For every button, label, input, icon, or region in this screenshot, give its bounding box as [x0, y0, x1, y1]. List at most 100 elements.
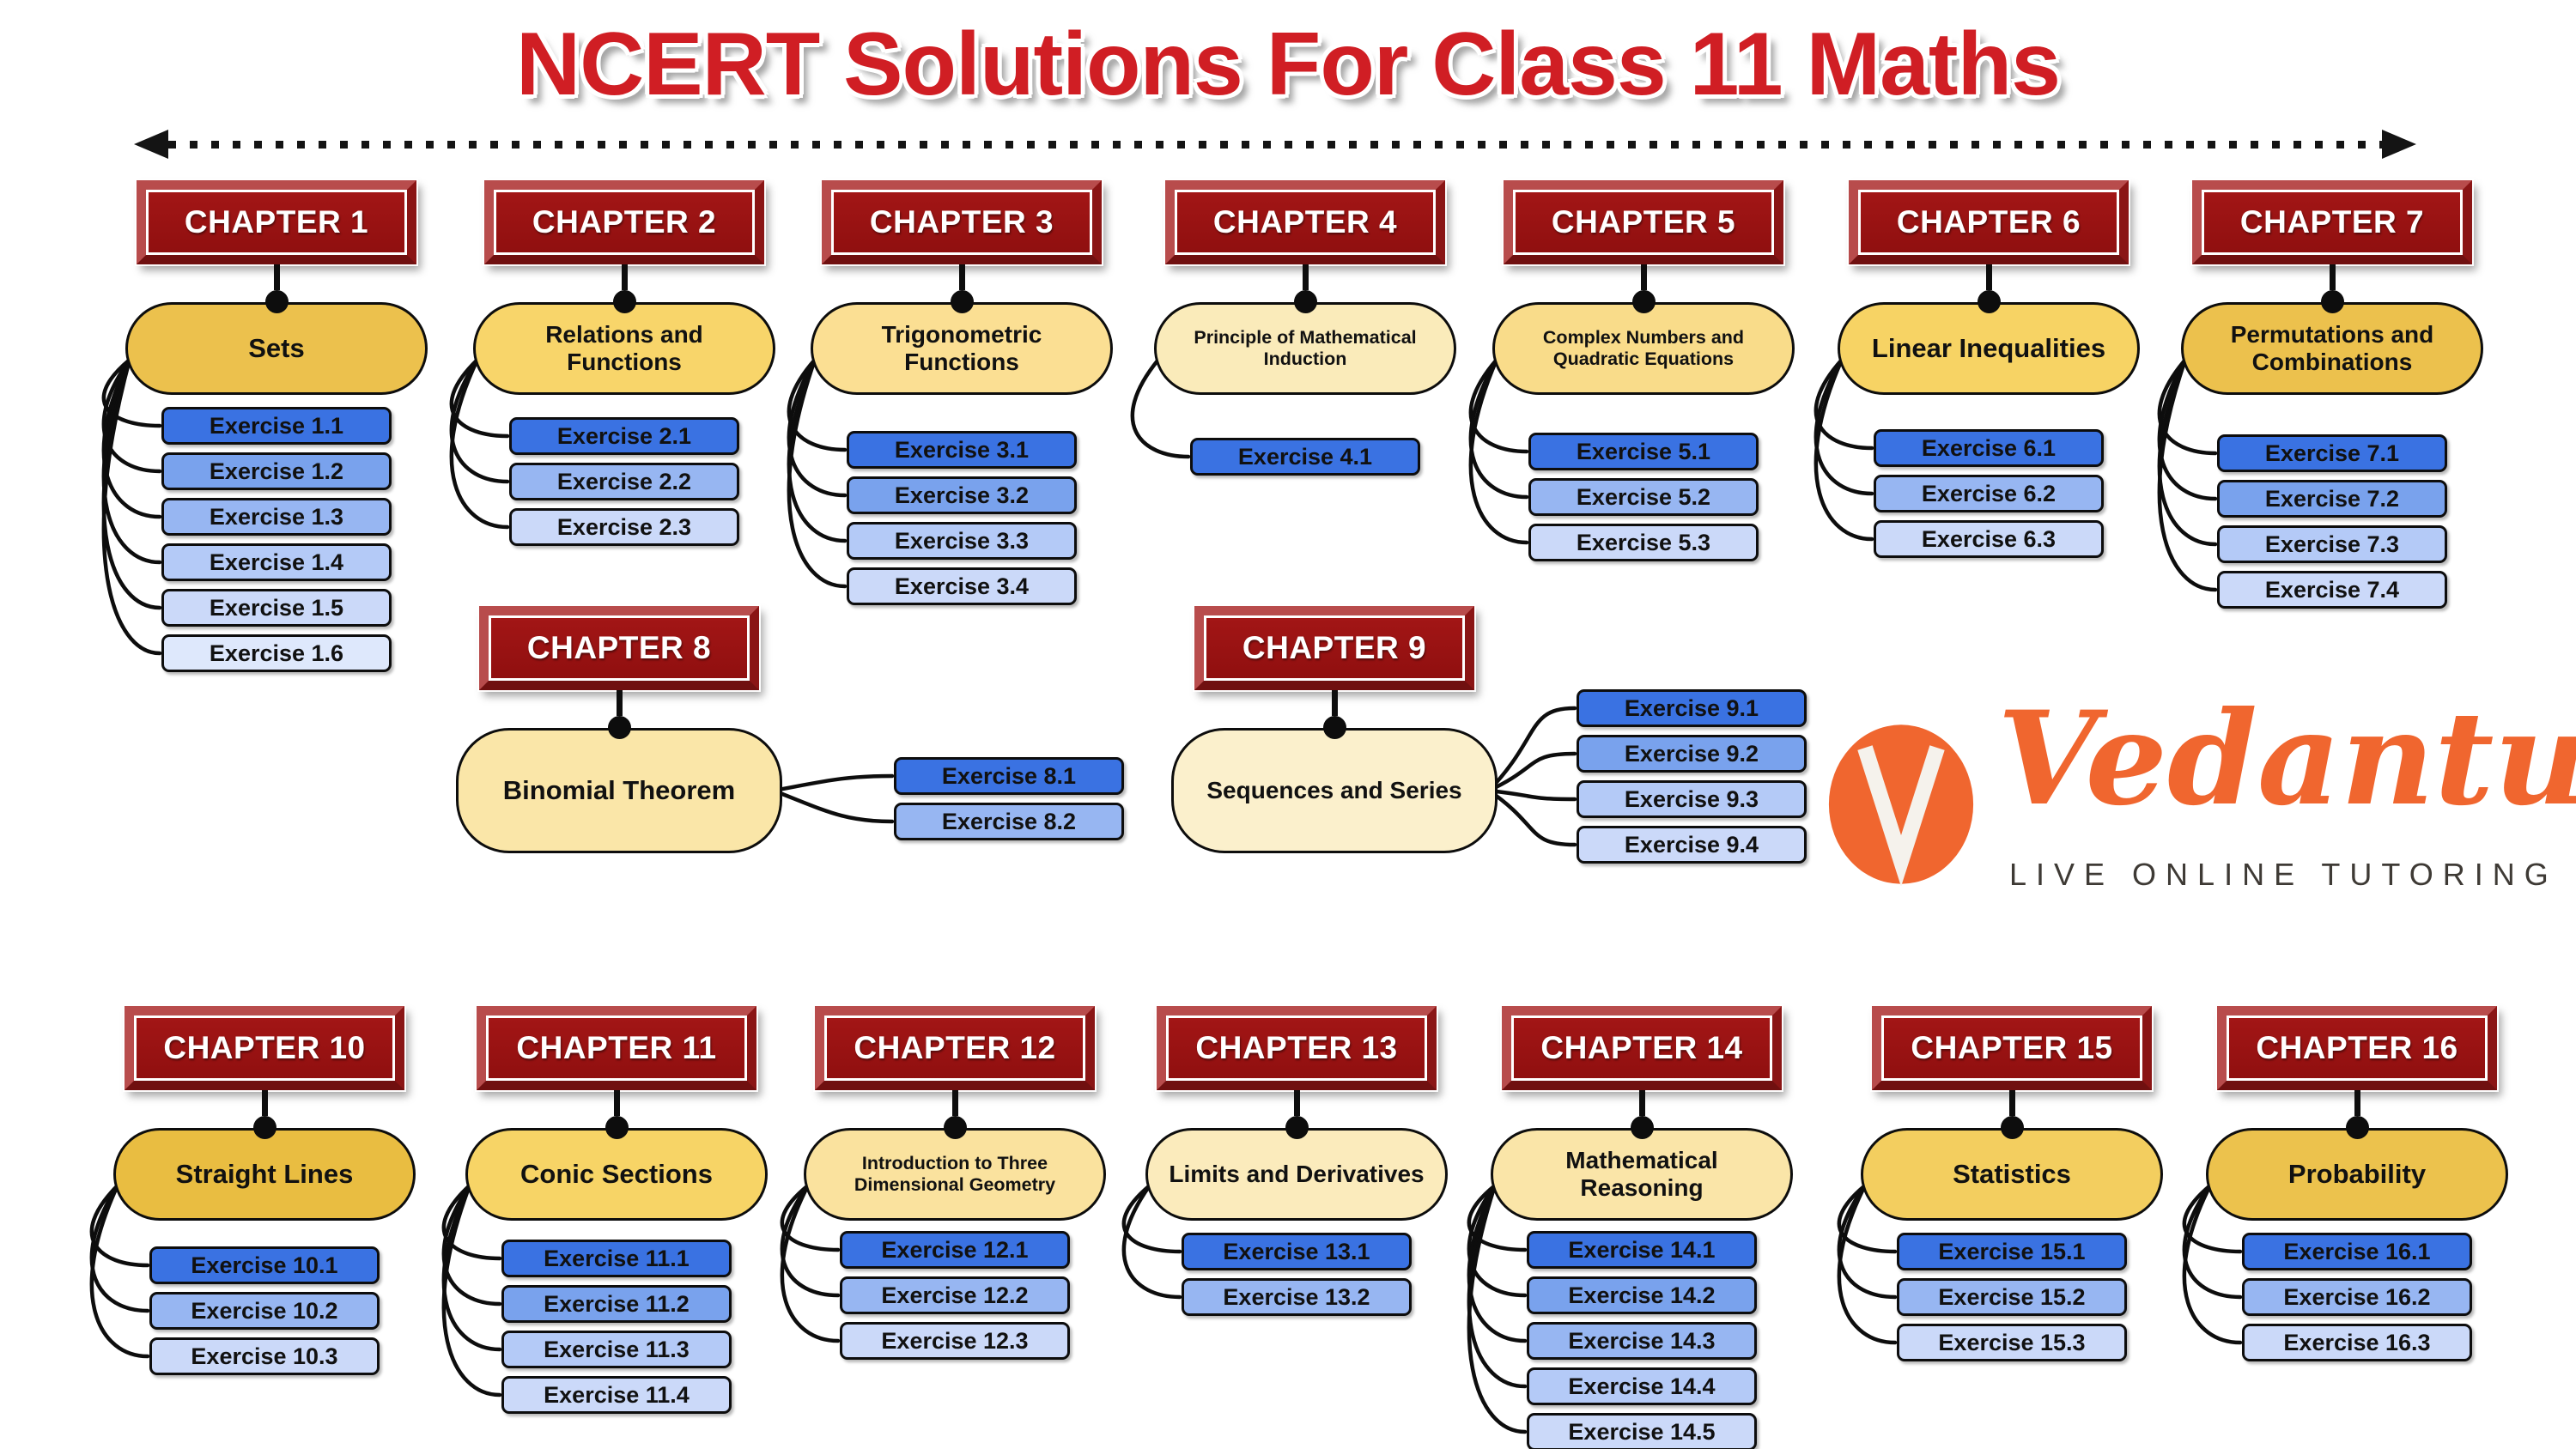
exercise-item[interactable]: Exercise 14.4	[1527, 1367, 1757, 1405]
chapter-box[interactable]: CHAPTER 9	[1194, 606, 1474, 690]
exercise-item[interactable]: Exercise 2.2	[509, 463, 739, 500]
exercise-item[interactable]: Exercise 11.3	[501, 1331, 732, 1368]
exercise-item[interactable]: Exercise 15.2	[1897, 1278, 2127, 1316]
topic-pill[interactable]: Complex Numbers and Quadratic Equations	[1492, 302, 1795, 395]
exercise-item[interactable]: Exercise 6.1	[1874, 429, 2104, 467]
chapter-box[interactable]: CHAPTER 3	[822, 180, 1102, 264]
exercise-item[interactable]: Exercise 1.1	[161, 407, 392, 445]
exercise-item[interactable]: Exercise 16.1	[2242, 1233, 2472, 1270]
exercise-item[interactable]: Exercise 14.5	[1527, 1413, 1757, 1449]
exercise-item[interactable]: Exercise 3.2	[847, 476, 1077, 514]
exercise-item[interactable]: Exercise 9.4	[1577, 826, 1807, 864]
topic-pill[interactable]: Conic Sections	[465, 1128, 768, 1221]
exercise-item[interactable]: Exercise 7.2	[2217, 480, 2447, 518]
chapter-box[interactable]: CHAPTER 8	[479, 606, 759, 690]
topic-label: Introduction to Three Dimensional Geomet…	[854, 1153, 1056, 1195]
exercise-item[interactable]: Exercise 1.2	[161, 452, 392, 490]
chapter-box[interactable]: CHAPTER 16	[2217, 1006, 2497, 1090]
exercise-item[interactable]: Exercise 10.2	[149, 1292, 380, 1330]
topic-pill[interactable]: Statistics	[1861, 1128, 2163, 1221]
chapter-box[interactable]: CHAPTER 2	[484, 180, 764, 264]
topic-pill[interactable]: Trigonometric Functions	[811, 302, 1113, 395]
topic-label: Sequences and Series	[1206, 776, 1462, 803]
chapter-box[interactable]: CHAPTER 1	[137, 180, 416, 264]
exercise-item[interactable]: Exercise 4.1	[1190, 438, 1420, 476]
exercise-item[interactable]: Exercise 15.3	[1897, 1324, 2127, 1361]
chapter-label: CHAPTER 16	[2256, 1030, 2458, 1065]
exercise-item[interactable]: Exercise 13.2	[1182, 1278, 1412, 1316]
topic-pill[interactable]: Principle of Mathematical Induction	[1154, 302, 1456, 395]
chapter-label: CHAPTER 8	[526, 630, 712, 665]
exercise-item[interactable]: Exercise 2.1	[509, 417, 739, 455]
connector-dot	[1630, 1116, 1654, 1139]
exercise-item[interactable]: Exercise 14.2	[1527, 1276, 1757, 1314]
exercise-item[interactable]: Exercise 7.3	[2217, 525, 2447, 563]
chapter-box[interactable]: CHAPTER 10	[125, 1006, 404, 1090]
exercise-item[interactable]: Exercise 9.2	[1577, 735, 1807, 773]
exercise-item[interactable]: Exercise 2.3	[509, 508, 739, 546]
topic-pill[interactable]: Relations and Functions	[473, 302, 775, 395]
exercise-item[interactable]: Exercise 12.2	[840, 1276, 1070, 1314]
exercise-item[interactable]: Exercise 15.1	[1897, 1233, 2127, 1270]
chapter-box[interactable]: CHAPTER 13	[1157, 1006, 1437, 1090]
exercise-item[interactable]: Exercise 10.1	[149, 1246, 380, 1284]
exercise-item[interactable]: Exercise 11.2	[501, 1285, 732, 1323]
exercise-item[interactable]: Exercise 8.1	[894, 757, 1124, 795]
exercise-item[interactable]: Exercise 7.4	[2217, 571, 2447, 609]
topic-pill[interactable]: Straight Lines	[113, 1128, 416, 1221]
exercise-item[interactable]: Exercise 13.1	[1182, 1233, 1412, 1270]
chapter-box[interactable]: CHAPTER 12	[815, 1006, 1095, 1090]
chapter-group: CHAPTER 4 Principle of Mathematical Indu…	[1154, 180, 1456, 483]
chapter-box[interactable]: CHAPTER 5	[1504, 180, 1783, 264]
exercise-item[interactable]: Exercise 3.1	[847, 431, 1077, 469]
exercise-item[interactable]: Exercise 9.3	[1577, 780, 1807, 818]
exercise-item[interactable]: Exercise 14.1	[1527, 1231, 1757, 1269]
exercise-item[interactable]: Exercise 3.3	[847, 522, 1077, 560]
exercise-item[interactable]: Exercise 6.3	[1874, 520, 2104, 558]
topic-pill[interactable]: Limits and Derivatives	[1145, 1128, 1448, 1221]
topic-label: Probability	[2287, 1159, 2427, 1190]
exercise-item[interactable]: Exercise 11.1	[501, 1240, 732, 1277]
chapter-box[interactable]: CHAPTER 15	[1872, 1006, 2152, 1090]
exercise-item[interactable]: Exercise 1.3	[161, 498, 392, 536]
chapter-box[interactable]: CHAPTER 14	[1502, 1006, 1782, 1090]
chapter-box[interactable]: CHAPTER 11	[477, 1006, 756, 1090]
exercise-item[interactable]: Exercise 5.2	[1528, 478, 1759, 516]
exercise-item[interactable]: Exercise 16.3	[2242, 1324, 2472, 1361]
exercise-item[interactable]: Exercise 1.5	[161, 589, 392, 627]
chapter-label: CHAPTER 14	[1540, 1030, 1743, 1065]
exercise-item[interactable]: Exercise 8.2	[894, 803, 1124, 840]
chapter-box[interactable]: CHAPTER 7	[2192, 180, 2472, 264]
topic-pill[interactable]: Binomial Theorem	[456, 728, 782, 853]
topic-pill[interactable]: Permutations and Combinations	[2181, 302, 2483, 395]
topic-pill[interactable]: Introduction to Three Dimensional Geomet…	[804, 1128, 1106, 1221]
exercise-item[interactable]: Exercise 5.1	[1528, 433, 1759, 470]
exercise-item[interactable]: Exercise 5.3	[1528, 524, 1759, 561]
chapter-group: CHAPTER 13 Limits and Derivatives Exerci…	[1145, 1006, 1448, 1324]
topic-pill[interactable]: Probability	[2206, 1128, 2508, 1221]
chapter-box[interactable]: CHAPTER 4	[1165, 180, 1445, 264]
exercise-item[interactable]: Exercise 9.1	[1577, 689, 1807, 727]
exercise-item[interactable]: Exercise 3.4	[847, 567, 1077, 605]
exercise-item[interactable]: Exercise 1.4	[161, 543, 392, 581]
topic-pill[interactable]: Sets	[125, 302, 428, 395]
exercise-item[interactable]: Exercise 14.3	[1527, 1322, 1757, 1360]
exercise-item[interactable]: Exercise 10.3	[149, 1337, 380, 1375]
topic-pill[interactable]: Linear Inequalities	[1838, 302, 2140, 395]
chapter-box[interactable]: CHAPTER 6	[1849, 180, 2129, 264]
exercise-item[interactable]: Exercise 16.2	[2242, 1278, 2472, 1316]
chapter-label: CHAPTER 6	[1896, 204, 2081, 239]
topic-pill[interactable]: Sequences and Series	[1171, 728, 1498, 853]
exercise-item[interactable]: Exercise 12.1	[840, 1231, 1070, 1269]
exercise-item[interactable]: Exercise 12.3	[840, 1322, 1070, 1360]
connector-dot	[2320, 290, 2344, 313]
topic-pill[interactable]: Mathematical Reasoning	[1491, 1128, 1793, 1221]
exercise-item[interactable]: Exercise 7.1	[2217, 434, 2447, 472]
exercise-item[interactable]: Exercise 11.4	[501, 1376, 732, 1414]
exercise-item[interactable]: Exercise 1.6	[161, 634, 392, 672]
exercise-item[interactable]: Exercise 6.2	[1874, 475, 2104, 512]
connector-dot	[264, 290, 289, 313]
